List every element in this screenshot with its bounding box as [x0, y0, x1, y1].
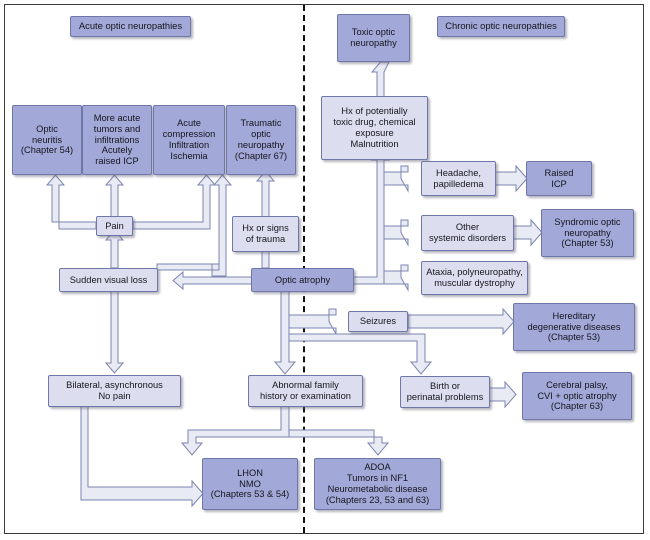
node-optic-neuritis: Optic neuritis (Chapter 54)	[12, 105, 82, 175]
header-chronic-label: Chronic optic neuropathies	[445, 20, 557, 32]
node-sudden-visual-loss: Sudden visual loss	[59, 268, 158, 292]
node-raised-icp: Raised ICP	[526, 161, 592, 196]
node-toxic-optic-neuropathy: Toxic optic neuropathy	[337, 14, 410, 62]
node-more-acute-tumors-infiltrations: More acute tumors and infiltrations Acut…	[82, 105, 152, 175]
header-acute-label: Acute optic neuropathies	[78, 20, 183, 32]
node-optic-atrophy: Optic atrophy	[251, 268, 354, 292]
node-traumatic-optic-neuropathy: Traumatic optic neuropathy (Chapter 67)	[226, 105, 296, 175]
node-cerebral-palsy-cvi: Cerebral palsy, CVI + optic atrophy (Cha…	[522, 372, 632, 420]
node-lhon-nmo: LHON NMO (Chapters 53 & 54)	[202, 458, 298, 510]
node-other-systemic-disorders: Other systemic disorders	[421, 215, 514, 251]
node-ataxia-polyneuropathy: Ataxia, polyneuropathy, muscular dystrop…	[421, 261, 528, 295]
node-pain: Pain	[96, 216, 133, 236]
node-hx-potentially-toxic-drug: Hx of potentially toxic drug, chemical e…	[321, 96, 428, 160]
diagram-frame	[4, 4, 644, 534]
node-abnormal-family-history: Abnormal family history or examination	[248, 375, 363, 407]
node-adoa-tumors-nf1: ADOA Tumors in NF1 Neurometabolic diseas…	[314, 458, 441, 510]
node-hereditary-degenerative-diseases: Hereditary degenerative diseases (Chapte…	[513, 303, 635, 351]
header-acute-optic-neuropathies: Acute optic neuropathies	[70, 16, 191, 37]
node-bilateral-asynchronous-no-pain: Bilateral, asynchronous No pain	[48, 375, 181, 407]
node-acute-compression-infiltration-ischemia: Acute compression Infiltration Ischemia	[153, 105, 225, 175]
node-headache-papilledema: Headache, papilledema	[421, 161, 496, 196]
node-seizures: Seizures	[348, 311, 408, 332]
node-birth-or-perinatal-problems: Birth or perinatal problems	[400, 376, 490, 408]
node-syndromic-optic-neuropathy: Syndromic optic neuropathy (Chapter 53)	[541, 209, 634, 257]
header-chronic-optic-neuropathies: Chronic optic neuropathies	[437, 16, 565, 37]
node-hx-or-signs-of-trauma: Hx or signs of trauma	[232, 216, 299, 252]
